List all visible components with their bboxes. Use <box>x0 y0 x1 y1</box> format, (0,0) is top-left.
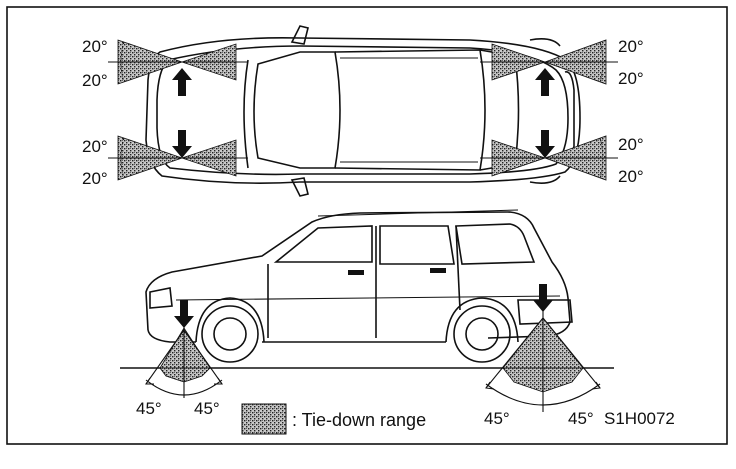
legend: : Tie-down range <box>241 403 426 435</box>
angle-label: 20° <box>82 169 108 188</box>
figure-code: S1H0072 <box>604 409 675 428</box>
angle-label: 20° <box>618 135 644 154</box>
side-view-ranges <box>159 317 584 393</box>
side-view-angle-markers <box>145 300 601 412</box>
top-view-arrows <box>172 68 555 158</box>
top-view-angle-markers <box>108 41 618 179</box>
angle-label: 45° <box>484 409 510 428</box>
angle-label: 45° <box>194 399 220 418</box>
angle-label: 45° <box>136 399 162 418</box>
range-front-below <box>159 367 211 383</box>
side-view-arrows <box>174 284 553 328</box>
figure-frame <box>6 6 728 445</box>
side-view-handles <box>348 268 446 275</box>
angle-label: 20° <box>82 71 108 90</box>
arrow-down-icon <box>174 300 194 328</box>
legend-label: : Tie-down range <box>292 410 426 430</box>
arrow-up-icon <box>172 68 192 96</box>
top-view-ranges <box>117 39 607 181</box>
side-view-car <box>145 209 573 363</box>
arrow-down-icon <box>172 130 192 158</box>
side-view-angle-labels: 45° 45° 45° 45° <box>136 399 594 428</box>
angle-label: 20° <box>618 69 644 88</box>
arrow-down-icon <box>533 284 553 312</box>
arrow-up-icon <box>535 68 555 96</box>
angle-label: 20° <box>82 37 108 56</box>
legend-swatch <box>241 403 287 435</box>
top-view-angle-labels: 20° 20° 20° 20° 20° 20° 20° 20° <box>82 37 644 188</box>
angle-label: 45° <box>568 409 594 428</box>
angle-label: 20° <box>618 167 644 186</box>
angle-label: 20° <box>618 37 644 56</box>
arrow-down-icon <box>535 130 555 158</box>
angle-label: 20° <box>82 137 108 156</box>
